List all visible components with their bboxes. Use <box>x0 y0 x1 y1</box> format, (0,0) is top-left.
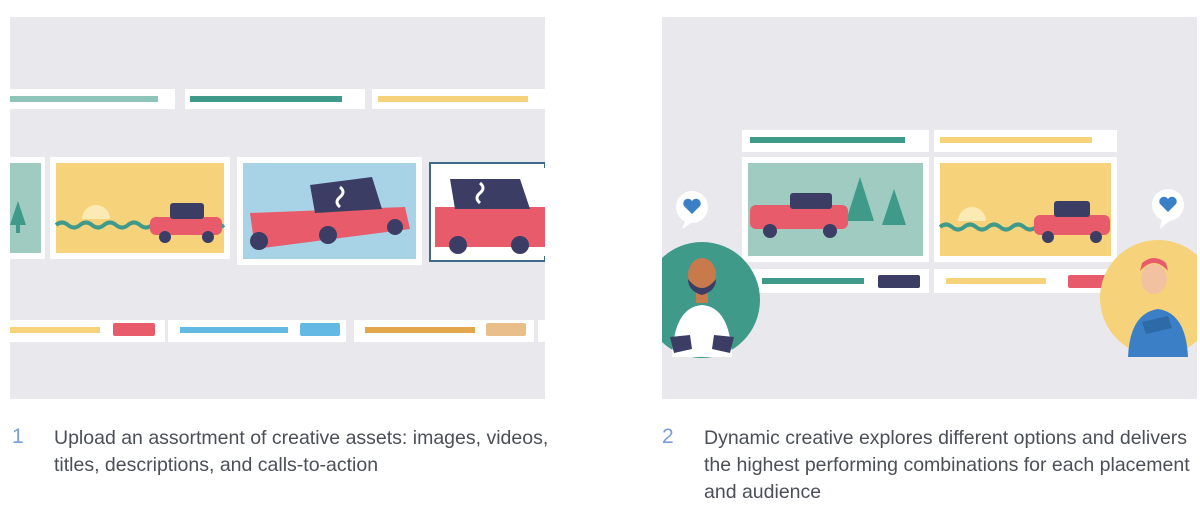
step-number: 1 <box>12 425 24 448</box>
car-icon <box>150 203 222 243</box>
image-cards-row <box>10 157 545 265</box>
illustration-upload-assets <box>10 17 545 399</box>
tree-icon <box>846 177 874 221</box>
cta-bars-row <box>10 320 545 342</box>
tree-icon <box>10 201 26 225</box>
car-icon <box>750 193 848 238</box>
title-bars-row <box>10 89 545 109</box>
car-icon <box>1034 201 1110 243</box>
car-icon <box>250 177 410 250</box>
car-icon <box>435 179 545 254</box>
person-avatar-woman <box>1100 240 1197 357</box>
step-number: 2 <box>662 425 674 448</box>
step-description: Dynamic creative explores different opti… <box>704 427 1190 503</box>
heart-speech-bubble-icon <box>1152 189 1184 229</box>
illustration-dynamic-combinations <box>662 17 1197 399</box>
step-description: Upload an assortment of creative assets:… <box>54 427 549 476</box>
tree-icon <box>882 189 906 225</box>
person-avatar-man <box>662 242 760 358</box>
heart-speech-bubble-icon <box>676 191 708 229</box>
